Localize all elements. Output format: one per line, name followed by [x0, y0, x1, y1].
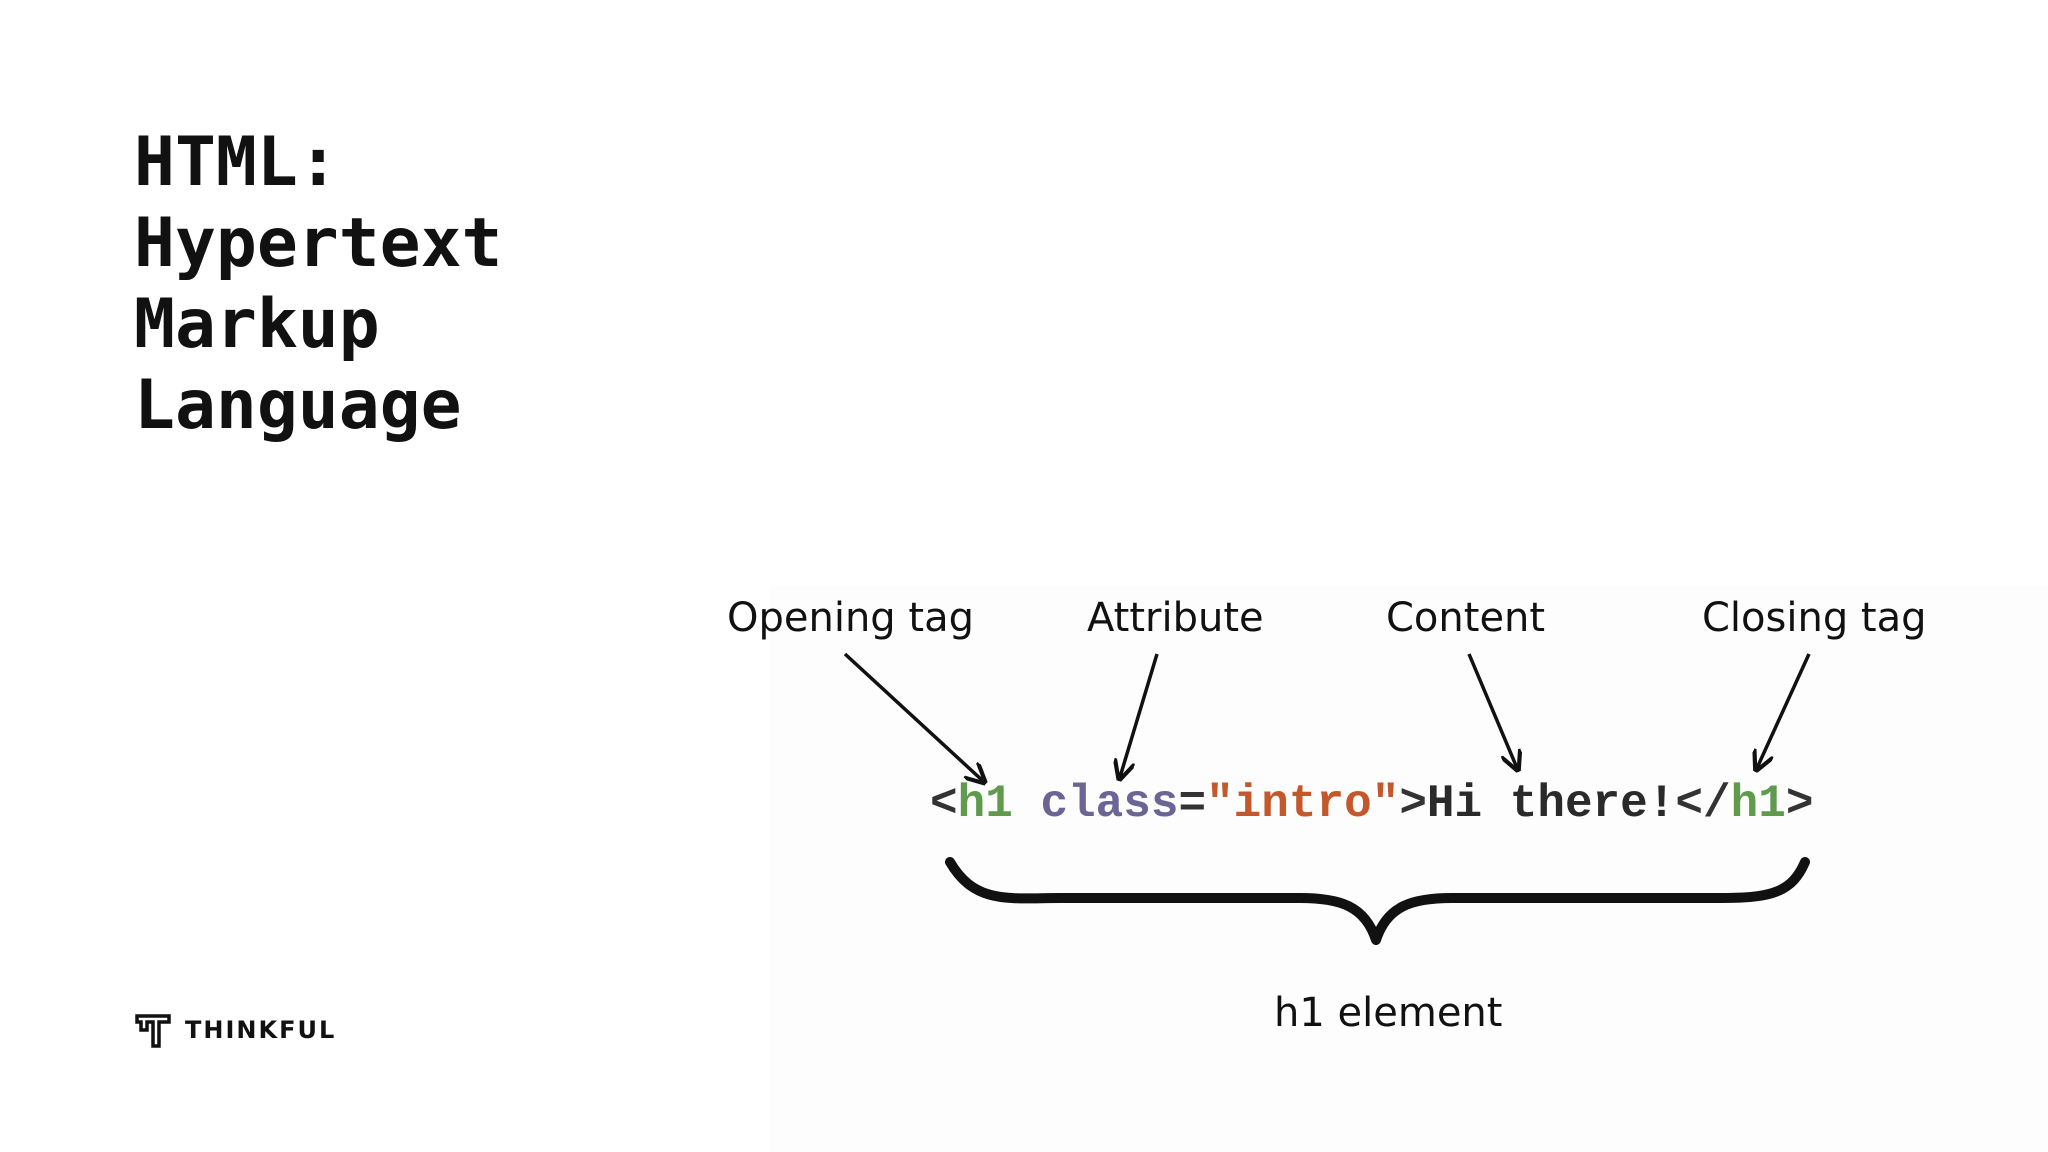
- code-example: <h1 class="intro">Hi there!</h1>: [930, 776, 1813, 832]
- label-closing-tag: Closing tag: [1702, 595, 1927, 641]
- thinkful-logo: THINKFUL: [133, 1010, 336, 1050]
- slide-title: HTML: Hypertext Markup Language: [134, 122, 502, 446]
- code-attribute-name: class: [1040, 778, 1179, 830]
- arrow-content: [1467, 653, 1517, 768]
- title-line-2: Hypertext: [134, 204, 503, 283]
- code-close-lt: </: [1675, 778, 1731, 830]
- label-content: Content: [1386, 595, 1546, 641]
- brand-name: THINKFUL: [185, 1016, 337, 1044]
- arrow-attribute: [1120, 653, 1159, 777]
- code-open-lt: <: [930, 778, 958, 830]
- element-brace: [945, 857, 1810, 945]
- code-open-gt: >: [1399, 778, 1427, 830]
- code-close-tag-name: h1: [1730, 778, 1786, 830]
- diagram-panel: [770, 586, 2048, 1152]
- arrow-closing-tag: [1757, 653, 1811, 768]
- code-equals: =: [1178, 778, 1207, 830]
- label-opening-tag: Opening tag: [727, 595, 974, 641]
- code-attribute-value: "intro": [1206, 778, 1400, 830]
- code-close-gt: >: [1785, 778, 1814, 830]
- title-line-4: Language: [134, 366, 462, 445]
- label-attribute: Attribute: [1087, 595, 1264, 641]
- title-line-1: HTML:: [134, 123, 339, 202]
- code-content: Hi there!: [1426, 778, 1676, 830]
- arrow-opening-tag: [843, 652, 983, 781]
- label-h1-element: h1 element: [1274, 990, 1503, 1036]
- thinkful-logo-icon: [135, 1014, 171, 1048]
- title-line-3: Markup: [134, 285, 380, 364]
